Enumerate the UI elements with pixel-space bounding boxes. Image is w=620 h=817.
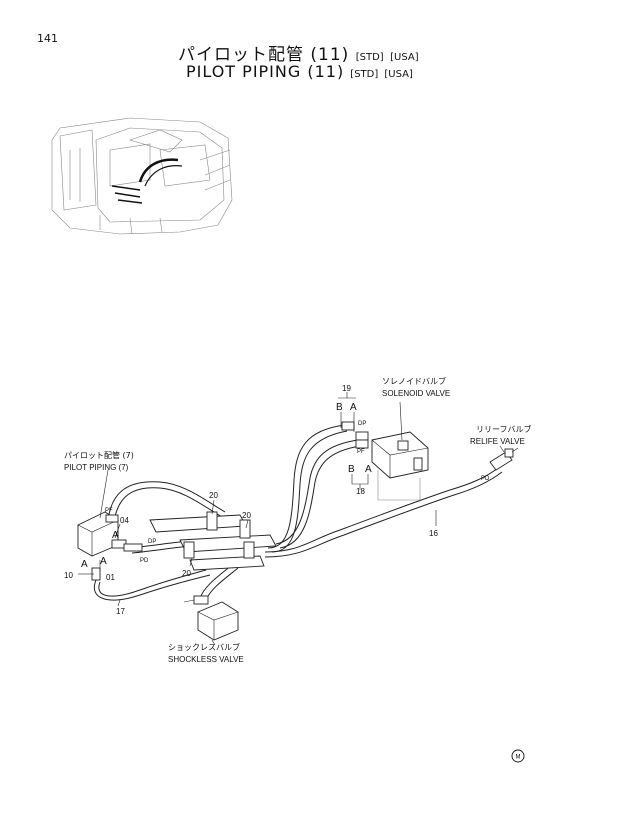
callout-20-top: 20 bbox=[209, 491, 218, 500]
callout-16: 16 bbox=[429, 529, 438, 538]
leader-lines bbox=[78, 392, 505, 646]
port-pf-solenoid: PF bbox=[357, 449, 365, 455]
callout-19: 19 bbox=[342, 384, 351, 393]
solenoid-valve-en-label: SOLENOID VALVE bbox=[382, 389, 450, 398]
relief-valve bbox=[489, 447, 519, 471]
callout-18: 18 bbox=[356, 487, 365, 496]
callout-10: 10 bbox=[64, 571, 73, 580]
port-a-top: A bbox=[350, 402, 357, 413]
pilot-piping-jp-label: パイロット配管 (7) bbox=[64, 450, 134, 460]
callout-20-right: 20 bbox=[242, 511, 251, 520]
relife-valve-en-label: RELIFE VALVE bbox=[470, 437, 525, 446]
callout-01: 01 bbox=[106, 573, 115, 582]
machine-thumbnail bbox=[51, 117, 233, 235]
pilot-piping-block bbox=[77, 511, 143, 581]
port-a-left-3: A bbox=[100, 556, 107, 567]
port-a-left-2: A bbox=[81, 559, 88, 570]
relife-valve-jp-label: リリーフバルブ bbox=[476, 424, 532, 434]
solenoid-valve bbox=[341, 421, 429, 501]
footer-m-mark: M bbox=[511, 749, 525, 763]
port-b-top: B bbox=[336, 402, 343, 413]
port-pd-left: PD bbox=[140, 558, 149, 564]
shockless-valve-en-label: SHOCKLESS VALVE bbox=[168, 655, 244, 664]
clamp-brackets bbox=[149, 511, 277, 571]
port-dp-solenoid: DP bbox=[358, 421, 366, 427]
port-a-bottom: A bbox=[365, 464, 372, 475]
solenoid-valve-jp-label: ソレノイドバルブ bbox=[382, 376, 446, 386]
port-pf-left: PF bbox=[105, 508, 113, 514]
page-title-jp: パイロット配管 (11) [STD] [USA] bbox=[178, 40, 419, 65]
hoses bbox=[93, 424, 503, 601]
page-title-en: PILOT PIPING (11) [STD] [USA] bbox=[186, 62, 413, 81]
shockless-valve-jp-label: ショックレスバルブ bbox=[168, 642, 240, 652]
port-dp-left: DP bbox=[148, 539, 156, 545]
title-en-text: PILOT PIPING (11) bbox=[186, 62, 345, 81]
page-number: 141 bbox=[37, 32, 58, 45]
tag-std-en: [STD] bbox=[350, 69, 379, 80]
pilot-piping-en-label: PILOT PIPING (7) bbox=[64, 463, 129, 472]
callout-20-bottom: 20 bbox=[182, 569, 191, 578]
port-a-left-1: A bbox=[112, 530, 119, 541]
callout-04: 04 bbox=[120, 516, 129, 525]
title-jp-text: パイロット配管 (11) bbox=[178, 45, 350, 65]
tag-usa-jp: [USA] bbox=[390, 52, 419, 63]
port-b-bottom: B bbox=[348, 464, 355, 475]
callout-17: 17 bbox=[116, 607, 125, 616]
shockless-valve bbox=[183, 595, 239, 641]
port-pd-relief: PD bbox=[481, 476, 490, 482]
tag-usa-en: [USA] bbox=[384, 69, 413, 80]
tag-std-jp: [STD] bbox=[355, 52, 384, 63]
footer-mark-text: M bbox=[516, 755, 521, 761]
